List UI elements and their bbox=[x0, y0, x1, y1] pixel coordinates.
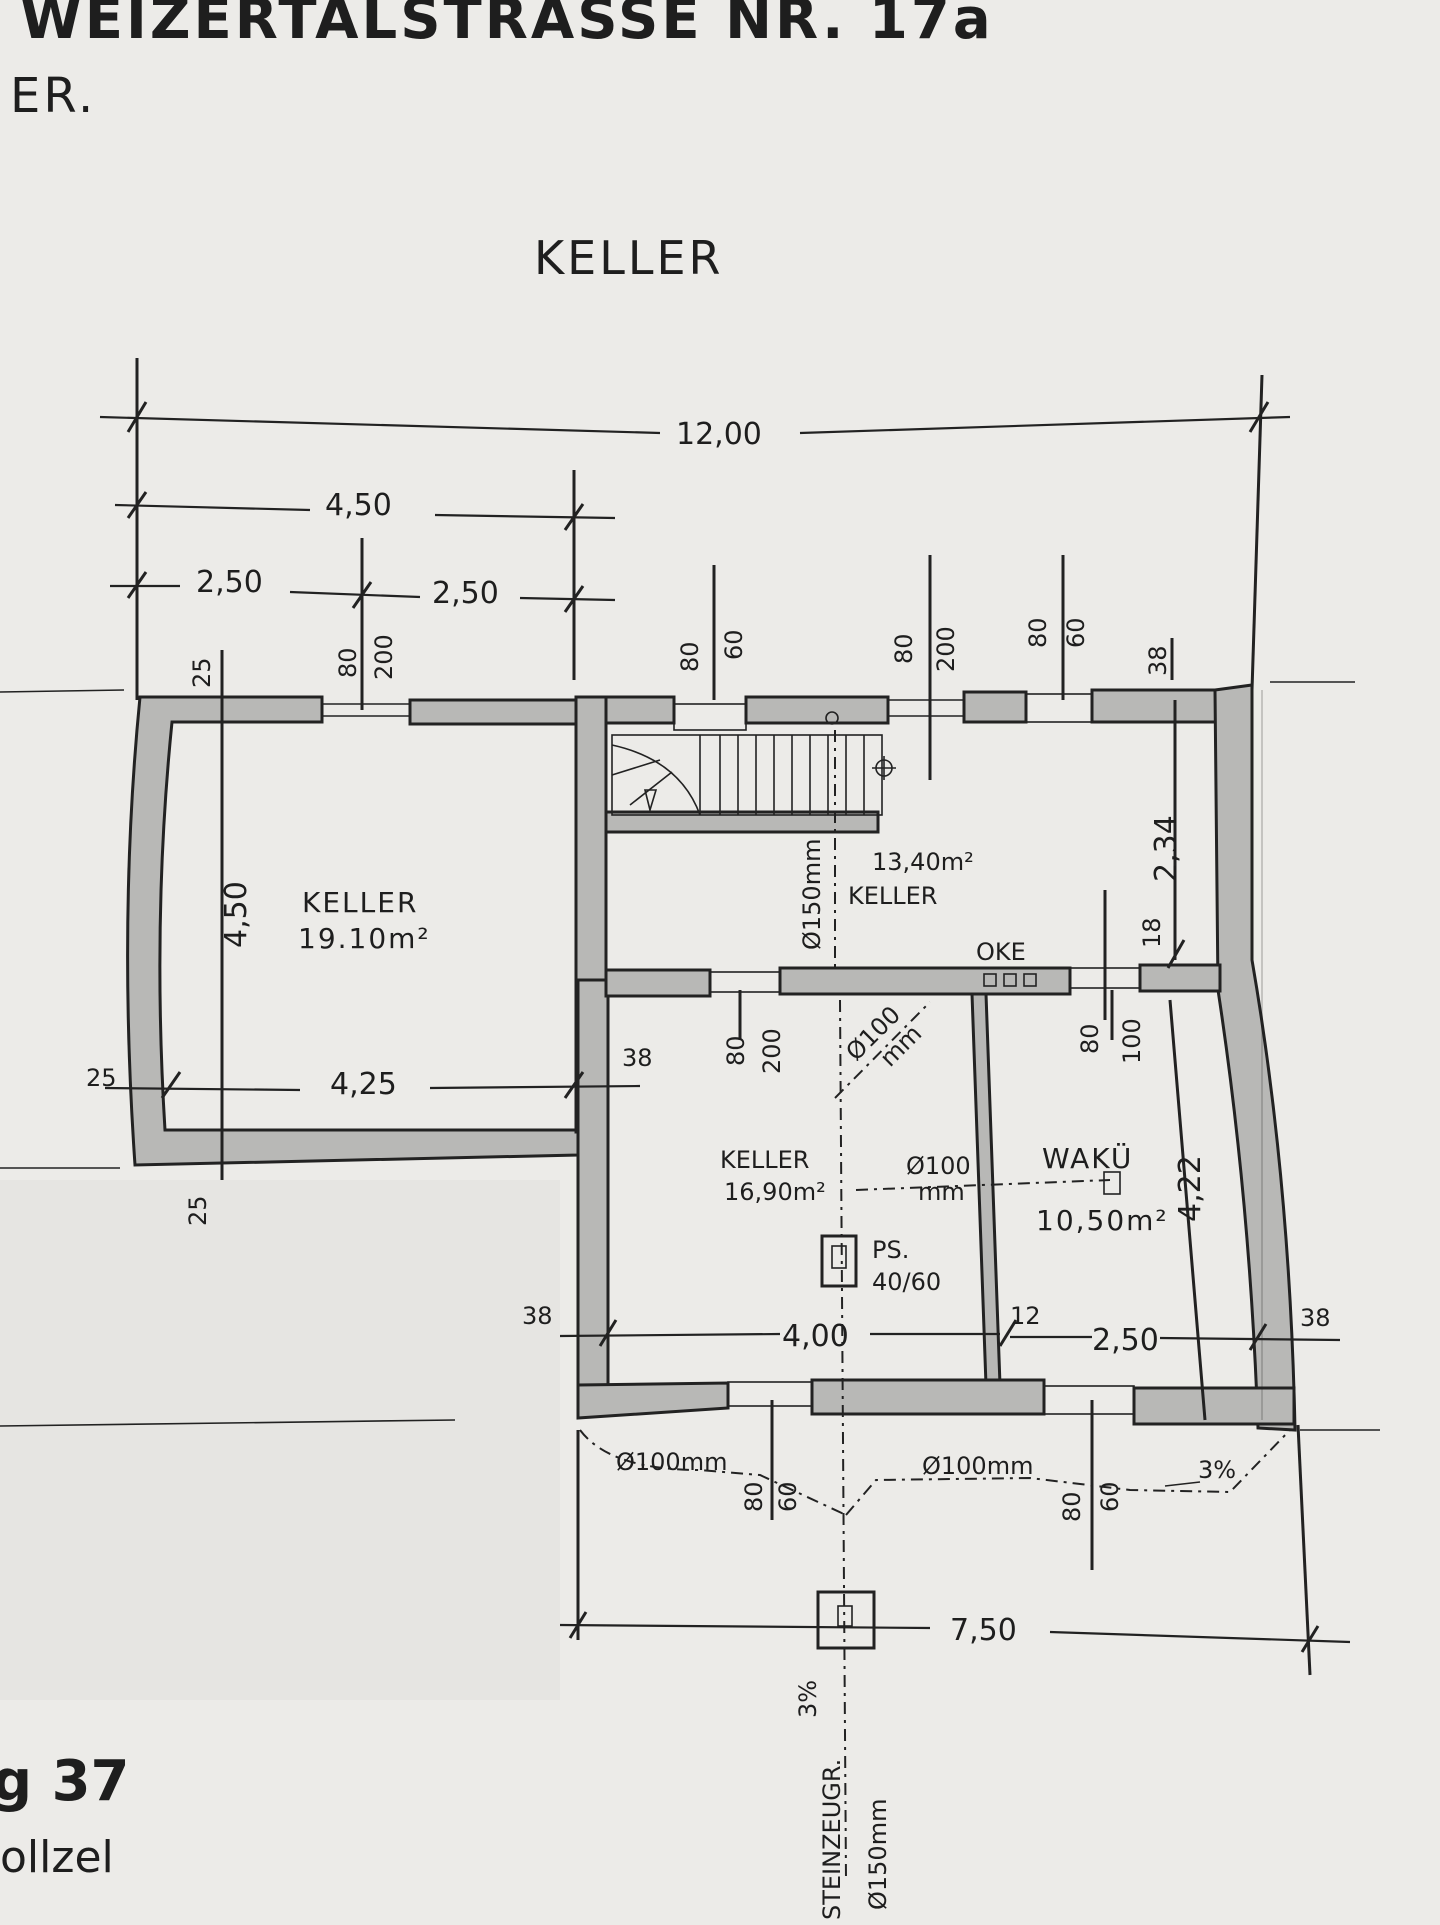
reference-lines bbox=[0, 681, 1380, 1431]
w7-height: 60 bbox=[774, 1481, 802, 1512]
room-waku: WAKÜ 10,50m² bbox=[1036, 1141, 1169, 1237]
main-pipe-size: Ø150mm bbox=[864, 1799, 892, 1910]
dim-room-c-width: 4,00 bbox=[782, 1319, 849, 1354]
wall-38-left: 38 bbox=[522, 1302, 553, 1330]
dimension-left-block: 4,50 2,50 2,50 bbox=[110, 470, 616, 710]
ps-label: PS. bbox=[872, 1236, 909, 1264]
w2-height: 60 bbox=[720, 629, 748, 660]
w2-sill: 80 bbox=[676, 641, 704, 672]
w5-sill: 80 bbox=[722, 1035, 750, 1066]
dim-left-inner-width: 4,25 bbox=[330, 1067, 397, 1102]
corner-fragment-1: g 37 bbox=[0, 1749, 130, 1814]
dim-right-depth-bottom: 4,22 bbox=[1173, 1155, 1208, 1222]
w7-sill: 80 bbox=[740, 1481, 768, 1512]
corner-fragment-2: ollzel bbox=[0, 1832, 114, 1883]
pipe-bottom-right: Ø100mm bbox=[922, 1452, 1033, 1480]
dim-left-sub-b: 2,50 bbox=[432, 576, 499, 611]
slope-bottom: 3% bbox=[794, 1680, 822, 1718]
opening-labels: 25 80 200 80 60 80 200 80 60 38 bbox=[188, 617, 1172, 688]
w6-sill: 80 bbox=[1076, 1023, 1104, 1054]
room-keller-bottom: KELLER 16,90m² bbox=[720, 1146, 826, 1206]
dim-left-depth: 4,50 bbox=[219, 881, 254, 948]
wall-12: 12 bbox=[1010, 1302, 1041, 1330]
w4-height: 60 bbox=[1062, 617, 1090, 648]
header-second-line: ER. bbox=[10, 68, 96, 124]
room-keller-bottom-name: KELLER bbox=[720, 1146, 809, 1174]
wall-25-bottom: 25 bbox=[184, 1195, 212, 1226]
room-keller-top-area: 13,40m² bbox=[872, 848, 974, 876]
w3-height: 200 bbox=[932, 626, 960, 672]
walls bbox=[126, 683, 1297, 1432]
w1-height: 200 bbox=[370, 634, 398, 680]
dim-bottom-width: 7,50 bbox=[950, 1613, 1017, 1648]
dimension-bottom: 7,50 bbox=[559, 1424, 1351, 1676]
wall-25-left: 25 bbox=[86, 1064, 117, 1092]
pipe-100-h-unit: mm bbox=[918, 1178, 965, 1206]
w6-height: 100 bbox=[1118, 1018, 1146, 1064]
room-waku-name: WAKÜ bbox=[1042, 1141, 1133, 1175]
dim-overall-width: 12,00 bbox=[676, 417, 762, 452]
room-keller-left-name: KELLER bbox=[302, 886, 418, 919]
pipe-100-h: Ø100 bbox=[906, 1152, 971, 1180]
interior-dimension-lines: 4,50 4,25 25 25 38 2,34 18 4,22 38 4,00 … bbox=[86, 650, 1341, 1570]
w4-sill: 80 bbox=[1024, 617, 1052, 648]
room-waku-area: 10,50m² bbox=[1036, 1204, 1169, 1237]
dimension-overall: 12,00 bbox=[99, 358, 1291, 700]
dim-room-d-width: 2,50 bbox=[1092, 1323, 1159, 1358]
dim-left-block: 4,50 bbox=[325, 488, 392, 523]
wall-18: 18 bbox=[1138, 917, 1166, 948]
wall-25-top: 25 bbox=[188, 657, 216, 688]
staircase bbox=[611, 711, 896, 816]
room-keller-bottom-area: 16,90m² bbox=[724, 1178, 826, 1206]
slope-right: 3% bbox=[1198, 1456, 1236, 1484]
w8-sill: 80 bbox=[1058, 1491, 1086, 1522]
w5-height: 200 bbox=[758, 1028, 786, 1074]
pipe-150-vertical: Ø150mm bbox=[798, 839, 826, 950]
room-keller-left: KELLER 19.10m² bbox=[298, 886, 431, 955]
main-pipe-material: STEINZEUGR. bbox=[818, 1759, 846, 1920]
pipe-bottom-left: Ø100mm bbox=[616, 1448, 727, 1476]
wall-38-mid: 38 bbox=[622, 1044, 653, 1072]
dim-right-depth-top: 2,34 bbox=[1149, 815, 1184, 882]
w3-sill: 80 bbox=[890, 633, 918, 664]
wall-38-right: 38 bbox=[1300, 1304, 1331, 1332]
room-keller-top: 13,40m² KELLER bbox=[848, 848, 974, 910]
w1-sill: 80 bbox=[334, 647, 362, 678]
dim-left-sub-a: 2,50 bbox=[196, 565, 263, 600]
oke-label: OKE bbox=[976, 938, 1026, 966]
room-keller-left-area: 19.10m² bbox=[298, 922, 431, 955]
window-markers-top bbox=[712, 555, 1174, 780]
window-openings bbox=[322, 693, 1141, 1415]
header-street: WEIZERTALSTRASSE NR. 17a bbox=[20, 0, 994, 52]
wall-38-top-right: 38 bbox=[1144, 645, 1172, 676]
ps-size: 40/60 bbox=[872, 1268, 941, 1296]
plan-title: KELLER bbox=[534, 231, 724, 285]
room-keller-top-name: KELLER bbox=[848, 882, 937, 910]
